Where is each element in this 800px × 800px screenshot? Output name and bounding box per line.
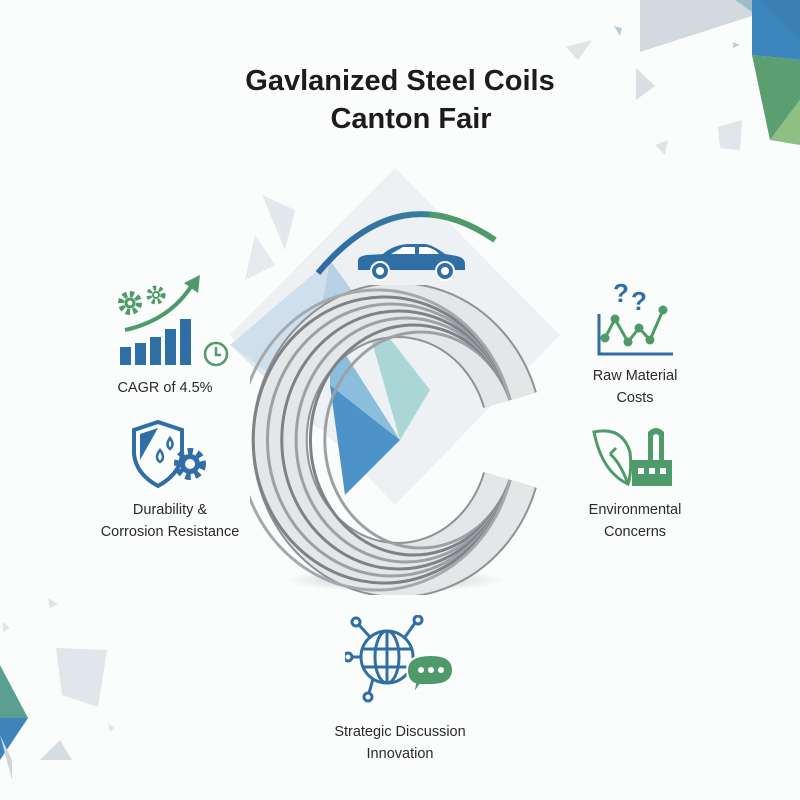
steel-coil xyxy=(250,285,537,595)
page-title: Gavlanized Steel Coils Canton Fair xyxy=(0,62,800,138)
volatile-chart-icon: ? ? xyxy=(597,278,673,356)
title-line-2: Canton Fair xyxy=(330,103,492,135)
durability-label: Durability & Corrosion Resistance xyxy=(100,502,240,540)
feature-cagr xyxy=(110,275,230,370)
globe-chat-icon xyxy=(345,615,455,703)
shield-gear-icon xyxy=(132,420,206,488)
raw-material-label: Raw Material Costs xyxy=(592,368,678,406)
strategic-label: Strategic Discussion Innovation xyxy=(334,724,466,762)
clock-icon xyxy=(203,341,229,367)
svg-text:?: ? xyxy=(631,286,647,316)
environmental-label: Environmental Concerns xyxy=(588,502,682,540)
growth-chart-icon xyxy=(118,275,200,365)
leaf-factory-icon xyxy=(592,428,672,487)
arc-gauge xyxy=(315,211,497,275)
car-icon xyxy=(358,244,465,281)
svg-text:?: ? xyxy=(613,278,629,308)
title-line-1: Gavlanized Steel Coils xyxy=(245,65,555,97)
cagr-label: CAGR of 4.5% xyxy=(117,380,213,396)
